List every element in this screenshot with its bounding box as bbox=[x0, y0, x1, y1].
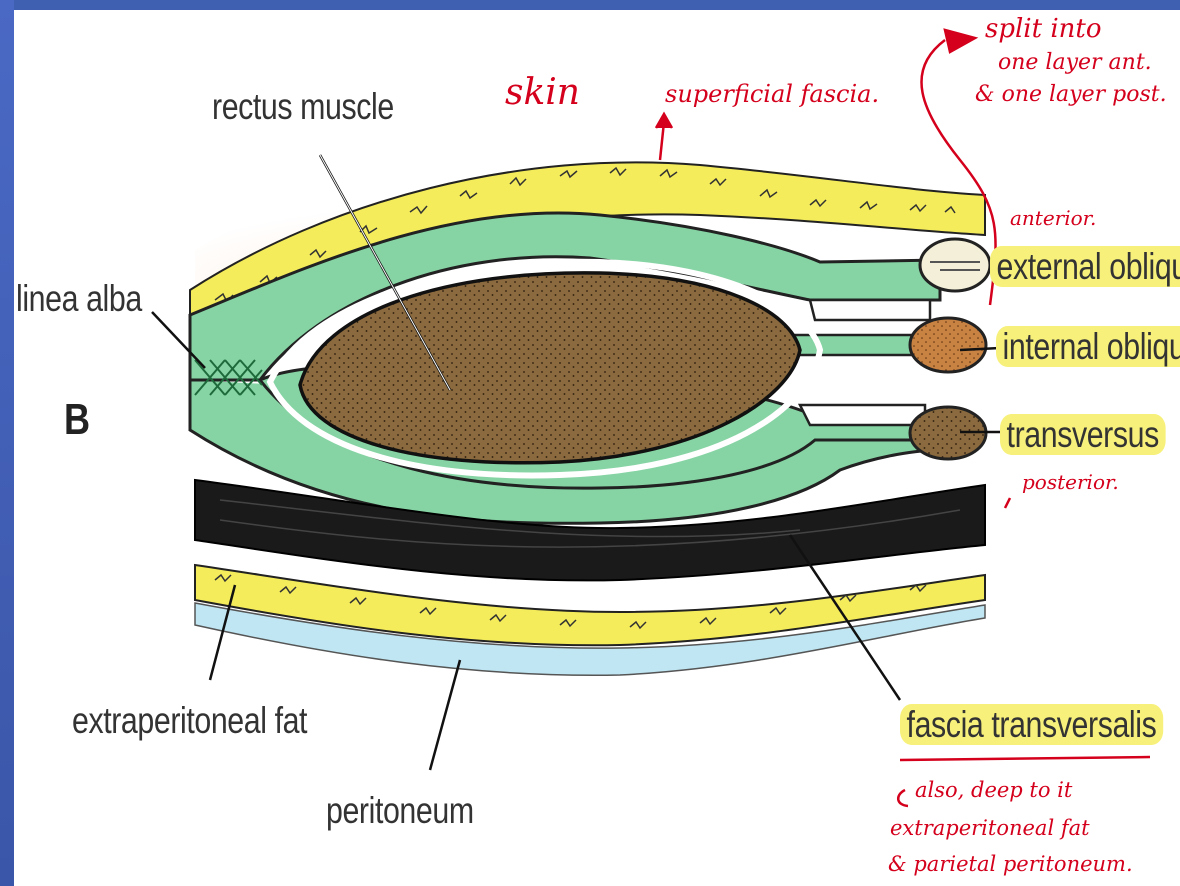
label-transversus: transversus bbox=[1000, 414, 1165, 456]
internal-oblique-muscle bbox=[910, 318, 986, 372]
annotation-anterior: anterior. bbox=[1010, 206, 1096, 230]
annotation-split-line3: & one layer post. bbox=[975, 82, 1167, 107]
label-linea-alba: linea alba bbox=[16, 278, 142, 320]
annotation-deep-line3: & parietal peritoneum. bbox=[888, 852, 1133, 876]
label-extraperitoneal-fat: extraperitoneal fat bbox=[72, 700, 307, 742]
label-peritoneum: peritoneum bbox=[326, 790, 474, 832]
deep-hook bbox=[898, 790, 908, 806]
label-fascia-transversalis: fascia transversalis bbox=[900, 704, 1163, 746]
peritoneum-leader bbox=[430, 660, 460, 770]
annotation-deep-line2: extraperitoneal fat bbox=[890, 816, 1090, 840]
annotation-posterior: posterior. bbox=[1022, 470, 1119, 494]
label-external-oblique: external oblique bbox=[990, 246, 1180, 288]
annotation-superficial-fascia: superficial fascia. bbox=[665, 80, 879, 108]
fascia-underline bbox=[900, 757, 1150, 760]
transversus-aponeurosis bbox=[800, 405, 925, 425]
annotation-deep-line1: also, deep to it bbox=[915, 778, 1072, 802]
panel-letter: B bbox=[64, 395, 90, 445]
transversus-text: transversus bbox=[1000, 414, 1165, 455]
fascia-transversalis-text: fascia transversalis bbox=[900, 704, 1163, 745]
annotation-skin: skin bbox=[505, 72, 580, 113]
annotation-split-line2: one layer ant. bbox=[998, 50, 1152, 75]
split-arrowhead bbox=[945, 30, 975, 52]
external-oblique-text: external oblique bbox=[990, 246, 1180, 287]
superficial-fascia-arrowhead bbox=[656, 114, 672, 128]
external-oblique-aponeurosis bbox=[810, 300, 930, 320]
label-internal-oblique: internal oblique bbox=[996, 326, 1180, 368]
external-oblique-muscle bbox=[920, 239, 990, 291]
label-rectus-muscle: rectus muscle bbox=[212, 86, 394, 128]
internal-oblique-text: internal oblique bbox=[996, 326, 1180, 367]
posterior-hook bbox=[1005, 498, 1010, 508]
annotation-split-line1: split into bbox=[985, 14, 1102, 44]
